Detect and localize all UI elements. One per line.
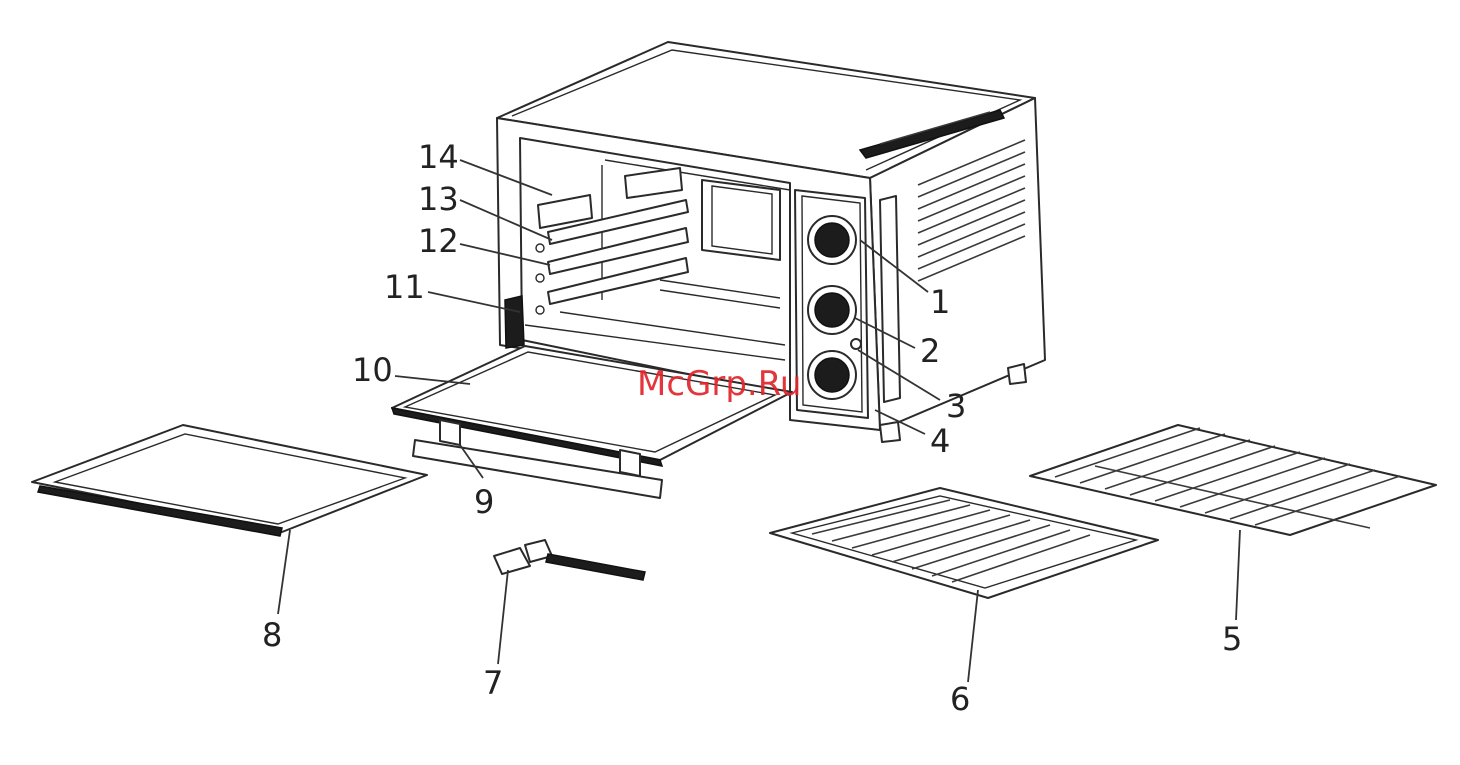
callout-1: 1	[930, 283, 950, 321]
indicator-light	[851, 339, 861, 349]
callout-6: 6	[950, 680, 970, 718]
callout-7: 7	[483, 664, 503, 702]
leader-7	[498, 570, 508, 664]
callout-5: 5	[1222, 620, 1242, 658]
callout-2: 2	[920, 332, 940, 370]
wire-rack	[1030, 425, 1436, 535]
callout-4: 4	[930, 422, 950, 460]
callout-11: 11	[384, 268, 425, 306]
callout-8: 8	[262, 616, 282, 654]
callout-13: 13	[418, 180, 459, 218]
leader-6	[968, 590, 978, 682]
control-knobs	[808, 216, 861, 399]
callout-10: 10	[352, 351, 393, 389]
baking-tray	[32, 425, 427, 536]
leader-8	[278, 530, 290, 614]
grill-pan	[770, 488, 1158, 598]
callout-9: 9	[474, 483, 494, 521]
callout-12: 12	[418, 222, 459, 260]
watermark: McGrp.Ru	[637, 364, 801, 404]
callout-3: 3	[946, 387, 966, 425]
leader-5	[1236, 530, 1240, 620]
callout-14: 14	[418, 138, 459, 176]
tray-handle	[494, 540, 645, 580]
